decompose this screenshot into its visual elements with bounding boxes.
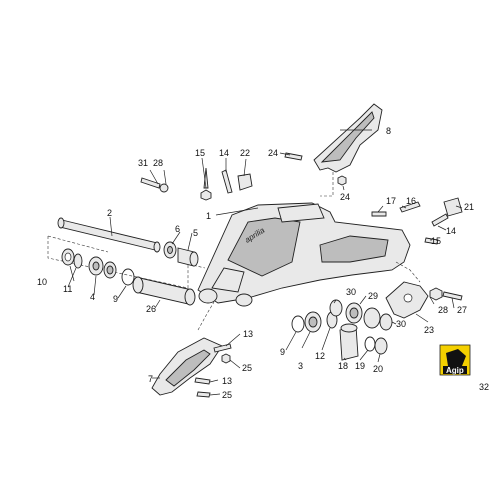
callout-6: 6 bbox=[175, 224, 180, 234]
callout-labels: 1 2 3 4 5 6 7 8 9 9 10 11 12 13 13 14 14… bbox=[37, 126, 489, 400]
callout-2: 2 bbox=[107, 208, 112, 218]
callout-24b: 24 bbox=[340, 192, 350, 202]
callout-32: 32 bbox=[479, 382, 489, 392]
callout-13a: 13 bbox=[243, 329, 253, 339]
callout-8: 8 bbox=[386, 126, 391, 136]
callout-25a: 25 bbox=[242, 363, 252, 373]
callout-24a: 24 bbox=[268, 148, 278, 158]
callout-9a: 9 bbox=[113, 294, 118, 304]
callout-12: 12 bbox=[315, 351, 325, 361]
leader-lines bbox=[67, 129, 463, 396]
callout-5: 5 bbox=[193, 228, 198, 238]
agip-lubricant-logo: Agip bbox=[439, 344, 471, 376]
chain-guard bbox=[313, 103, 383, 173]
callout-29: 29 bbox=[368, 291, 378, 301]
fasteners bbox=[140, 152, 463, 398]
callout-13b: 13 bbox=[222, 376, 232, 386]
spacer-tube bbox=[132, 276, 196, 306]
callout-15a: 15 bbox=[195, 148, 205, 158]
callout-9b: 9 bbox=[280, 347, 285, 357]
callout-31: 31 bbox=[138, 158, 148, 168]
callout-17: 17 bbox=[386, 196, 396, 206]
callout-16: 16 bbox=[406, 196, 416, 206]
callout-23: 23 bbox=[424, 325, 434, 335]
callout-14b: 14 bbox=[446, 226, 456, 236]
callout-3: 3 bbox=[298, 361, 303, 371]
callout-18: 18 bbox=[338, 361, 348, 371]
right-pivot-parts bbox=[291, 299, 393, 361]
callout-21: 21 bbox=[464, 202, 474, 212]
callout-14a: 14 bbox=[219, 148, 229, 158]
sensor-bracket bbox=[385, 281, 429, 319]
swingarm: aprilia bbox=[197, 202, 411, 307]
callout-20: 20 bbox=[373, 364, 383, 374]
callout-11: 11 bbox=[63, 284, 72, 294]
pivot-spindle bbox=[57, 217, 161, 253]
callout-26: 26 bbox=[146, 304, 156, 314]
callout-19: 19 bbox=[355, 361, 365, 371]
agip-logo-text: Agip bbox=[446, 366, 464, 375]
bushing-parts bbox=[163, 241, 199, 267]
callout-22: 22 bbox=[240, 148, 250, 158]
callout-30b: 30 bbox=[396, 319, 406, 329]
callout-7: 7 bbox=[148, 374, 153, 384]
callout-1: 1 bbox=[206, 211, 211, 221]
callout-4: 4 bbox=[90, 292, 95, 302]
callout-25b: 25 bbox=[222, 390, 232, 400]
callout-10: 10 bbox=[37, 277, 47, 287]
left-pivot-parts bbox=[61, 248, 135, 286]
callout-28b: 28 bbox=[438, 305, 448, 315]
callout-15b: 15 bbox=[431, 236, 441, 246]
chain-slider bbox=[151, 337, 223, 396]
callout-27: 27 bbox=[457, 305, 467, 315]
callout-30a: 30 bbox=[346, 287, 356, 297]
callout-28a: 28 bbox=[153, 158, 163, 168]
